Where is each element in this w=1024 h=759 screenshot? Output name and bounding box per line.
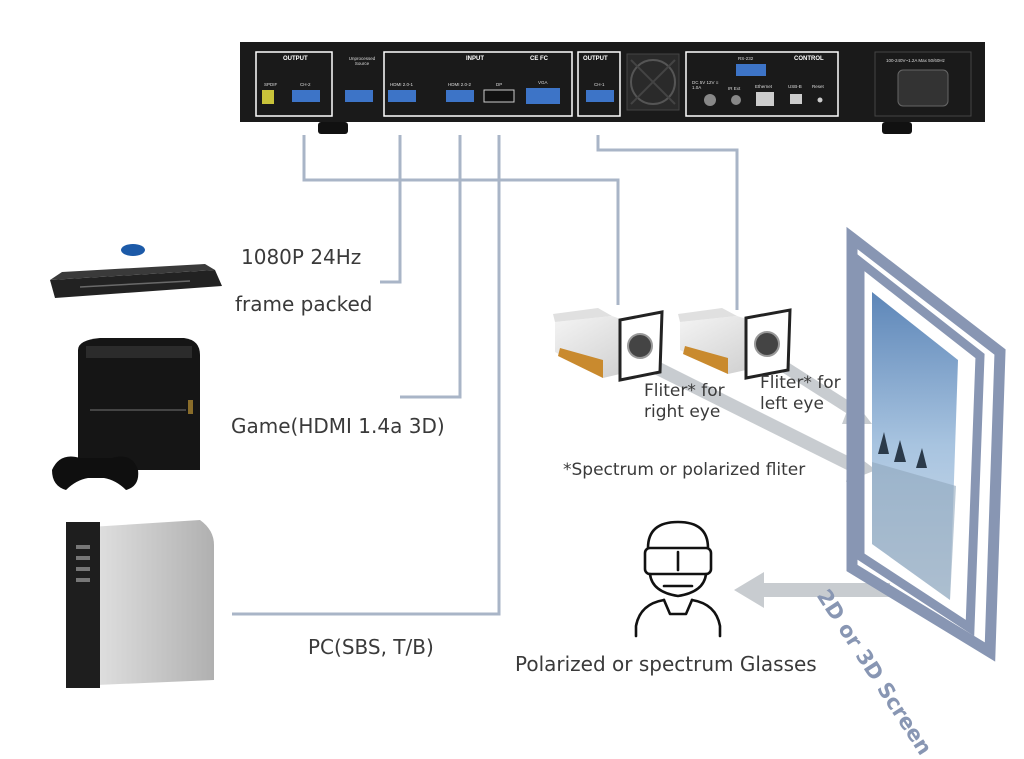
bluray-logo-icon <box>121 244 145 256</box>
vga-port <box>526 88 560 104</box>
filter-left-line1: Fliter* for <box>760 373 841 393</box>
hdmi1-label: HDMI 2.0-1 <box>390 82 414 87</box>
dc-label: DC 5V 12V ≡ 1.0A <box>692 80 719 90</box>
filter-footnote: *Spectrum or polarized fliter <box>563 460 806 480</box>
filter-right-line2: right eye <box>644 402 721 422</box>
filter-right-line1: Fliter* for <box>644 381 725 401</box>
cable-pc <box>232 135 501 616</box>
arrow-to-viewer <box>760 583 890 597</box>
sailboat-3 <box>878 432 889 454</box>
pc-front-panel <box>66 522 100 688</box>
fan-icon <box>630 59 676 105</box>
output-left-panel <box>255 51 333 117</box>
spdif-port-icon <box>262 90 274 104</box>
cable-game <box>400 135 462 399</box>
output-right-panel <box>577 51 621 117</box>
input-title: INPUT <box>466 56 484 62</box>
controller-icon <box>52 456 139 490</box>
device-body <box>240 42 985 122</box>
bluray-player <box>50 244 222 298</box>
projector-right-eye <box>553 308 664 382</box>
cert-marks: CE FC <box>530 56 548 62</box>
dc-jack-icon <box>704 94 716 106</box>
bluray-format-line2: frame packed <box>235 292 373 316</box>
ethernet-label: Ethernet <box>755 84 773 89</box>
screen-frame-outer <box>846 226 1006 662</box>
beam-right-eye <box>642 356 860 474</box>
unprocessed-source-label: Unprocessed Source <box>348 56 376 66</box>
reset-label: Reset <box>812 84 824 89</box>
video-processor-rear-panel <box>240 42 985 134</box>
viewer-with-glasses-icon <box>634 520 722 638</box>
hdmi-in2-port <box>446 90 474 102</box>
input-panel <box>383 51 573 117</box>
screen-sea <box>872 462 956 600</box>
console-body <box>78 338 200 470</box>
dp-label: DP <box>496 82 503 87</box>
game-console <box>52 338 200 490</box>
ir-label: IR Ext <box>728 86 741 91</box>
spdif-label: SPDIF <box>264 82 278 87</box>
ch2-label: CH-2 <box>300 82 311 87</box>
cable-bluray <box>380 135 402 284</box>
ch1-label: CH-1 <box>594 82 605 87</box>
output-left-title: OUTPUT <box>283 56 308 62</box>
dp-port <box>483 89 515 103</box>
cable-ch1-to-left-projector <box>596 135 739 310</box>
sailboat-1 <box>894 440 906 462</box>
usb-b-port <box>790 94 802 104</box>
power-socket-icon <box>897 69 949 107</box>
bluray-top <box>50 264 215 280</box>
projector-left-eye <box>678 308 792 380</box>
usb-label: USB-B <box>788 84 802 89</box>
projection-screen <box>846 226 1006 662</box>
bluray-format-line1: 1080P 24Hz <box>241 245 362 269</box>
reset-button-icon <box>817 97 823 103</box>
control-panel <box>685 51 839 117</box>
sailboat-2 <box>916 448 927 468</box>
power-inlet-panel <box>874 51 972 117</box>
game-source-label: Game(HDMI 1.4a 3D) <box>231 414 445 438</box>
vga-label: VGA <box>538 80 548 85</box>
hdmi-in1-port <box>388 90 416 102</box>
rs232-port <box>736 64 766 76</box>
arrow-to-viewer-head <box>734 572 764 608</box>
hdmi-ch2-port <box>292 90 320 102</box>
device-foot-left <box>318 122 348 134</box>
pc-source-label: PC(SBS, T/B) <box>308 635 434 659</box>
ethernet-port <box>756 92 774 106</box>
pc-body <box>74 520 214 686</box>
screen-frame-middle <box>855 252 985 637</box>
control-title: CONTROL <box>794 56 824 62</box>
hdmi2-label: HDMI 2.0-2 <box>448 82 472 87</box>
lens-right-icon <box>627 333 653 359</box>
ir-jack-icon <box>731 95 741 105</box>
filter-left-line2: left eye <box>760 394 824 414</box>
glasses-label: Polarized or spectrum Glasses <box>515 652 817 676</box>
cable-lines <box>232 135 739 616</box>
output-right-title: OUTPUT <box>583 56 608 62</box>
power-label: 100-240V~1.2A Max 50/60Hz <box>886 58 945 63</box>
pc-tower <box>66 520 214 688</box>
hdmi-unprocessed-port <box>345 90 373 102</box>
lens-left-icon <box>754 331 780 357</box>
device-foot-right <box>882 122 912 134</box>
rs232-label: RS-232 <box>738 56 754 61</box>
hdmi-ch1-port <box>586 90 614 102</box>
